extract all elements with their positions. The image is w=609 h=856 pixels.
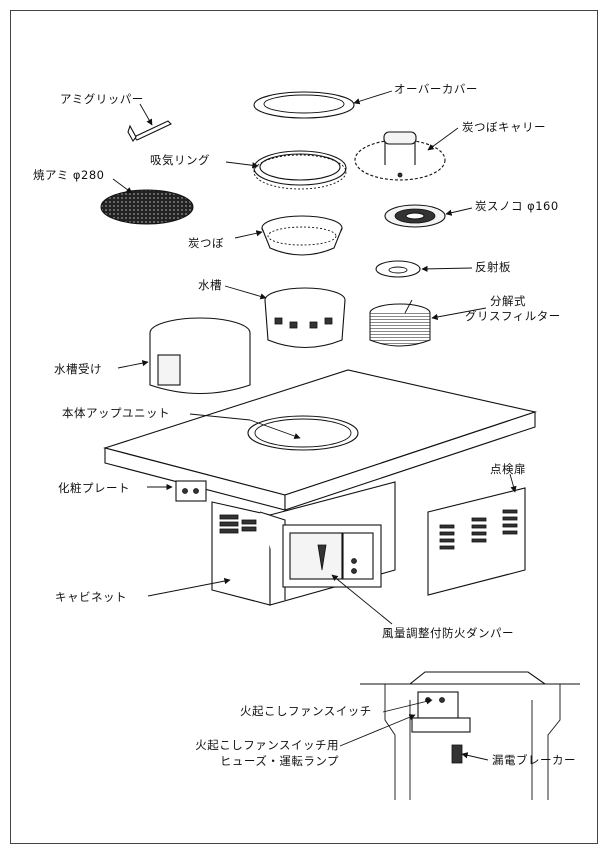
label-grease-filter-2: グリスフィルター [465, 309, 561, 323]
reflector-part [375, 260, 421, 278]
water-tank-part [264, 287, 346, 348]
label-decor-plate: 化粧プレート [58, 481, 130, 495]
intake-ring-part [253, 150, 347, 190]
sumitsubo-part [261, 215, 343, 256]
label-water-tank-receiver: 水槽受け [54, 362, 102, 376]
label-fuse-lamp-2: ヒューズ・運転ランプ [219, 754, 339, 768]
grill-net-part [100, 189, 194, 225]
label-yaki-ami: 焼アミ φ280 [33, 168, 105, 182]
leader-lines [112, 90, 517, 761]
label-sumi-sunoko: 炭スノコ φ160 [475, 199, 559, 213]
label-breaker: 漏電ブレーカー [492, 753, 576, 767]
sumi-sunoko-part [384, 204, 446, 228]
label-reflector: 反射板 [475, 260, 511, 274]
label-cabinet: キャビネット [55, 590, 127, 604]
label-fan-switch: 火起こしファンスイッチ [240, 704, 372, 718]
label-water-tank: 水槽 [198, 278, 222, 292]
label-ami-gripper: アミグリッパー [60, 92, 144, 106]
label-grease-filter-1: 分解式 [490, 294, 526, 308]
diagram-frame [10, 10, 598, 844]
label-damper: 風量調整付防火ダンパー [382, 626, 514, 640]
label-sumitsubo-carrier: 炭つぼキャリー [462, 120, 546, 134]
label-over-cover: オーバーカバー [394, 82, 478, 96]
cabinet-part [211, 481, 396, 606]
sumitsubo-carrier-part [354, 131, 446, 181]
detail-view-part [360, 671, 580, 800]
over-cover-part [253, 91, 355, 119]
table-top-part [103, 369, 538, 511]
grease-filter-part [369, 299, 431, 347]
inspection-door-part [427, 487, 526, 596]
label-sumitsubo: 炭つぼ [188, 236, 224, 250]
water-tank-receiver-part [149, 317, 251, 394]
label-fuse-lamp-1: 火起こしファンスイッチ用 [195, 738, 339, 752]
label-main-up-unit: 本体アップユニット [62, 406, 170, 420]
ami-gripper-part [127, 120, 172, 143]
label-inspection-door: 点検扉 [490, 462, 526, 476]
label-intake-ring: 吸気リング [150, 153, 210, 167]
